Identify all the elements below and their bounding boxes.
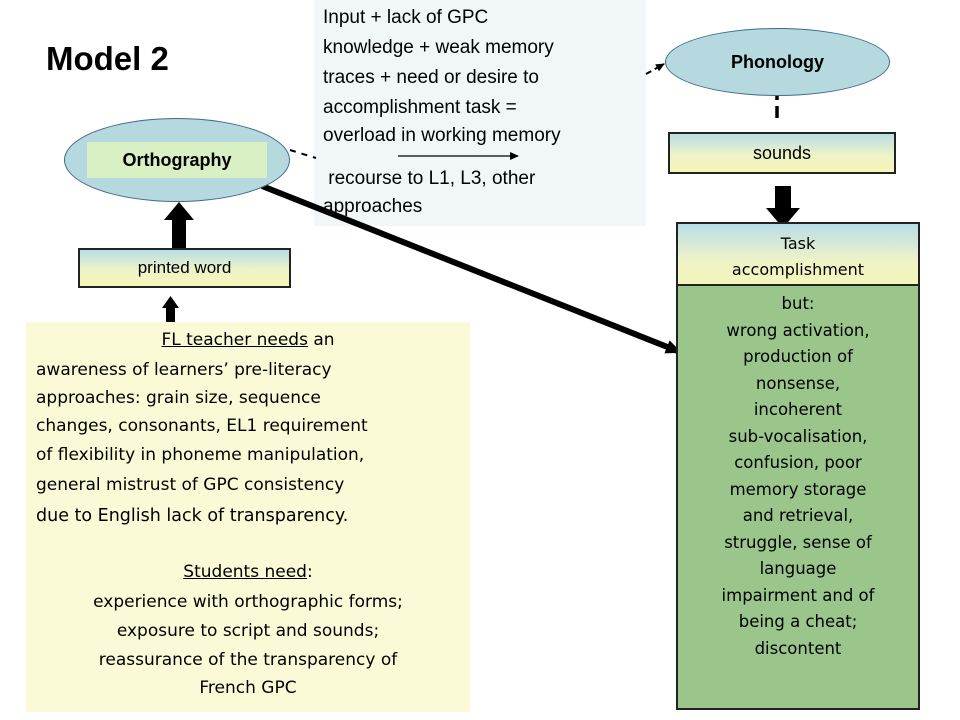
overload-textbox: Input + lack of GPC knowledge + weak mem…	[314, 0, 646, 226]
teacher-line: general mistrust of GPC consistency	[36, 475, 345, 495]
task-accomplishment-box: Task accomplishment	[676, 222, 920, 292]
teacher-heading: FL teacher needs an	[26, 330, 470, 350]
outcome-line: production of	[743, 347, 853, 366]
recourse-line: approaches	[323, 196, 423, 217]
printed-ortho-arrow-head	[164, 202, 194, 220]
teacher-needs-box: FL teacher needs an awareness of learner…	[26, 322, 470, 712]
students-line: experience with orthographic forms;	[93, 592, 403, 612]
outcome-line: language	[759, 559, 837, 578]
outcome-box: but: wrong activation, production of non…	[676, 284, 920, 710]
outcome-line: confusion, poor	[734, 453, 862, 472]
teacher-line: approaches: grain size, sequence	[36, 388, 321, 408]
students-heading: Students need:	[26, 562, 470, 582]
outcome-line: wrong activation,	[726, 320, 870, 340]
overload-line: overload in working memory	[323, 125, 561, 146]
teacher-line: of flexibility in phoneme manipulation,	[36, 445, 365, 465]
overload-phon-dashes	[645, 63, 665, 75]
outcome-line: incoherent	[753, 400, 843, 419]
task-line: accomplishment	[731, 260, 865, 279]
teacher-printed-arrow-head	[162, 296, 179, 308]
overload-line: knowledge + weak memory	[323, 37, 554, 58]
sounds-task-arrow-head	[766, 208, 800, 228]
sounds-box: sounds	[668, 132, 896, 174]
teacher-heading-underlined: FL teacher needs	[161, 330, 308, 350]
outcome-line: being a cheat;	[738, 612, 858, 631]
teacher-printed-arrow-shaft	[166, 306, 175, 330]
outcome-line: nonsense,	[755, 373, 841, 393]
outcome-line: and retrieval,	[742, 506, 854, 525]
students-heading-underlined: Students need	[183, 562, 307, 582]
recourse-line: recourse to L1, L3, other	[323, 168, 536, 189]
outcome-line: memory storage	[729, 479, 867, 499]
sounds-task-arrow-shaft	[775, 186, 791, 210]
ortho-outcome-arrow	[260, 183, 682, 355]
outcome-line: impairment and of	[721, 585, 875, 605]
overload-line: traces + need or desire to	[323, 67, 539, 88]
diagram-title: Model 2	[46, 40, 169, 77]
students-line: exposure to script and sounds;	[116, 621, 380, 641]
ortho-overload-dashes	[289, 149, 317, 159]
teacher-heading-rest: an	[307, 330, 335, 350]
outcome-line: struggle, sense of	[724, 532, 872, 552]
teacher-line: awareness of learners’ pre-literacy	[36, 360, 332, 380]
orthography-label: Orthography	[87, 142, 267, 178]
overload-line: accomplishment task =	[323, 97, 517, 118]
teacher-line: due to English lack of transparency.	[36, 506, 349, 526]
printed-ortho-arrow-shaft	[172, 218, 186, 248]
students-line: reassurance of the transparency of	[98, 650, 398, 670]
outcome-line: sub-vocalisation,	[728, 426, 868, 446]
students-line: French GPC	[199, 678, 297, 698]
phonology-ellipse: Phonology	[665, 28, 890, 96]
task-line: Task	[780, 234, 816, 253]
outcome-line: discontent	[754, 638, 842, 658]
teacher-line: changes, consonants, EL1 requirement	[36, 416, 368, 436]
printed-word-box: printed word	[78, 248, 291, 288]
outcome-line: but:	[781, 294, 815, 313]
overload-line: Input + lack of GPC	[323, 7, 489, 28]
students-heading-rest: :	[306, 562, 313, 582]
